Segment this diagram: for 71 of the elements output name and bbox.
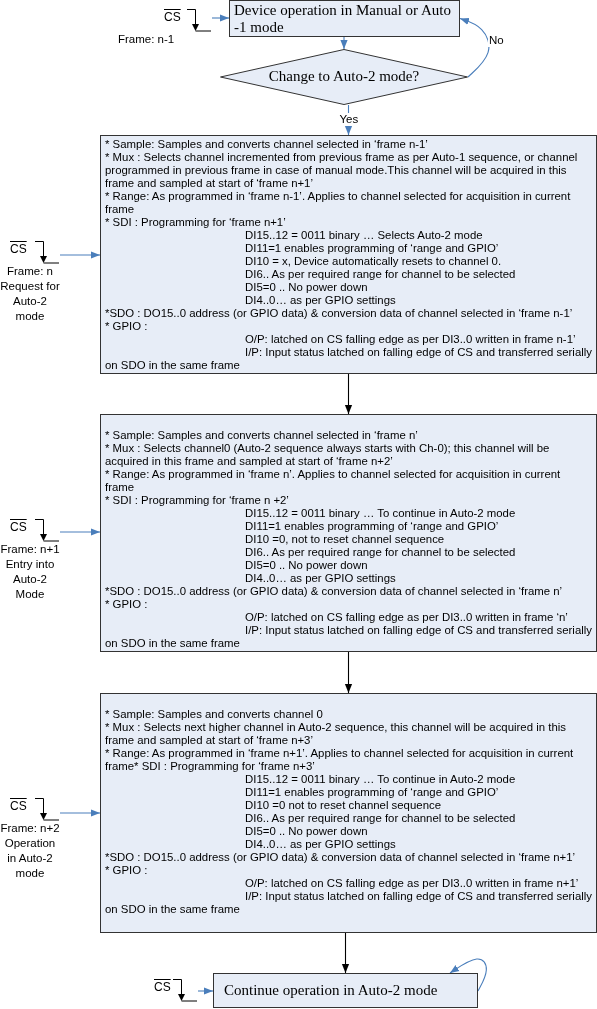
- step-description: O/P: latched on CS falling edge as per DI3..0 written in frame ‘n’: [244, 611, 569, 624]
- step-description: * SDI : Programming for ‘frame n +2’: [105, 494, 290, 507]
- arrow: [59, 809, 101, 817]
- signal-name: CS: [10, 242, 27, 256]
- process-label: Device operation in Manual or Auto -1 mode: [234, 2, 453, 36]
- step-description: DI10 =0, not to reset channel sequence: [244, 533, 446, 546]
- decision-text: Change to Auto-2 mode?: [267, 68, 421, 85]
- step-description: DI15..12 = 0011 binary … Selects Auto-2 mode: [244, 229, 484, 242]
- step-description: * Range: As programmed in ‘frame n+1’. Applies to channel selected for acquisition in current frame* SDI : Programming for ‘frame n+3’: [105, 747, 575, 773]
- frame-label: Frame: n-1: [118, 32, 176, 47]
- step-description: *SDO : DO15..0 address (or GPIO data) & conversion data of channel selected in ‘frame n+1’: [105, 851, 577, 864]
- signal-name: CS: [154, 980, 171, 994]
- step-description: I/P: Input status latched on falling edge of CS and transferred serially on SDO in the same frame: [105, 346, 592, 372]
- arrow: [59, 528, 101, 536]
- step-description: DI11=1 enables programming of ‘range and GPIO’: [244, 520, 500, 533]
- arrow: [341, 932, 350, 974]
- step-description: *SDO : DO15..0 address (or GPIO data) & conversion data of channel selected in ‘frame n-1’: [105, 307, 574, 320]
- frame-label: Frame: n Request for Auto-2 mode: [0, 264, 60, 324]
- step-description: DI11=1 enables programming of ‘range and GPIO’: [244, 786, 500, 799]
- process-box: [100, 135, 597, 374]
- step-description: * GPIO :: [105, 864, 149, 877]
- step-description: * Mux : Selects channel incremented from previous frame as per Auto-1 sequence, or channel programmed in previous frame in case of manual mode.This channel will be acquired in this frame and sampled at start of ‘frame n+1’: [105, 151, 579, 190]
- arrow: [211, 14, 230, 22]
- step-description: DI6.. As per required range for channel to be selected: [244, 268, 517, 281]
- arrow: [344, 373, 353, 415]
- frame-label: Frame: n+2 Operation in Auto-2 mode: [0, 821, 60, 881]
- step-description: DI5=0 .. No power down: [244, 559, 369, 572]
- step-description: * Sample: Samples and converts channel 0: [105, 708, 324, 721]
- edge-label: No: [488, 34, 505, 47]
- signal-name: CS: [10, 520, 27, 534]
- arrow: [344, 651, 353, 694]
- arrow: [459, 17, 490, 78]
- step-description: * GPIO :: [105, 320, 149, 333]
- step-description: DI6.. As per required range for channel to be selected: [244, 546, 517, 559]
- step-description: * Mux : Selects next higher channel in Auto-2 sequence, this channel will be acquired in this frame and sampled at start of ‘frame n+3’: [105, 721, 567, 747]
- step-description: DI4..0… as per GPIO settings: [244, 838, 397, 851]
- step-description: I/P: Input status latched on falling edge of CS and transferred serially on SDO in the same frame: [105, 624, 592, 650]
- step-description: DI5=0 .. No power down: [244, 825, 369, 838]
- step-description: O/P: latched on CS falling edge as per DI3..0 written in frame n-1’: [244, 333, 577, 346]
- process-box: [213, 973, 478, 1008]
- step-description: * Mux : Selects channel0 (Auto-2 sequence always starts with Ch-0); this channel will be acquired in this frame and sampled at start of ‘frame n+2’: [105, 442, 551, 468]
- step-description: DI10 =0 not to reset channel sequence: [244, 799, 442, 812]
- step-description: DI15..12 = 0011 binary … To continue in Auto-2 mode: [244, 507, 517, 520]
- process-box: [100, 414, 597, 652]
- step-description: * Range: As programmed in ‘frame n-1’. Applies to channel selected for acquisition in current frame: [105, 190, 572, 216]
- process-label: Continue operation in Auto-2 mode: [224, 982, 439, 999]
- step-description: DI5=0 .. No power down: [244, 281, 369, 294]
- step-description: DI11=1 enables programming of ‘range and GPIO’: [244, 242, 500, 255]
- process-box: [100, 693, 597, 933]
- step-description: * Range: As programmed in ‘frame n’. Applies to channel selected for acquisition in current frame: [105, 468, 562, 494]
- arrow: [340, 36, 348, 50]
- signal-name: CS: [10, 799, 27, 813]
- step-description: *SDO : DO15..0 address (or GPIO data) & conversion data of channel selected in ‘frame n’: [105, 585, 564, 598]
- arrow: [59, 251, 101, 259]
- arrow: [449, 958, 487, 992]
- step-description: DI4..0… as per GPIO settings: [244, 572, 397, 585]
- step-description: O/P: latched on CS falling edge as per DI3..0 written in frame n+1’: [244, 877, 580, 890]
- step-description: DI10 = x, Device automatically resets to channel 0.: [244, 255, 503, 268]
- arrow: [197, 987, 214, 995]
- step-description: DI6.. As per required range for channel to be selected: [244, 812, 517, 825]
- step-description: I/P: Input status latched on falling edge of CS and transferred serially on SDO in the same frame: [105, 890, 592, 916]
- step-description: DI4..0… as per GPIO settings: [244, 294, 397, 307]
- step-description: * Sample: Samples and converts channel selected in ‘frame n’: [105, 429, 419, 442]
- edge-label: Yes: [338, 113, 360, 126]
- step-description: DI15..12 = 0011 binary … To continue in Auto-2 mode: [244, 773, 517, 786]
- step-description: * GPIO :: [105, 598, 149, 611]
- step-description: * Sample: Samples and converts channel selected in ‘frame n-1’: [105, 138, 429, 151]
- signal-name: CS: [164, 10, 181, 24]
- frame-label: Frame: n+1 Entry into Auto-2 Mode: [0, 542, 60, 602]
- arrow: [344, 104, 353, 136]
- step-description: * SDI : Programming for ‘frame n+1’: [105, 216, 287, 229]
